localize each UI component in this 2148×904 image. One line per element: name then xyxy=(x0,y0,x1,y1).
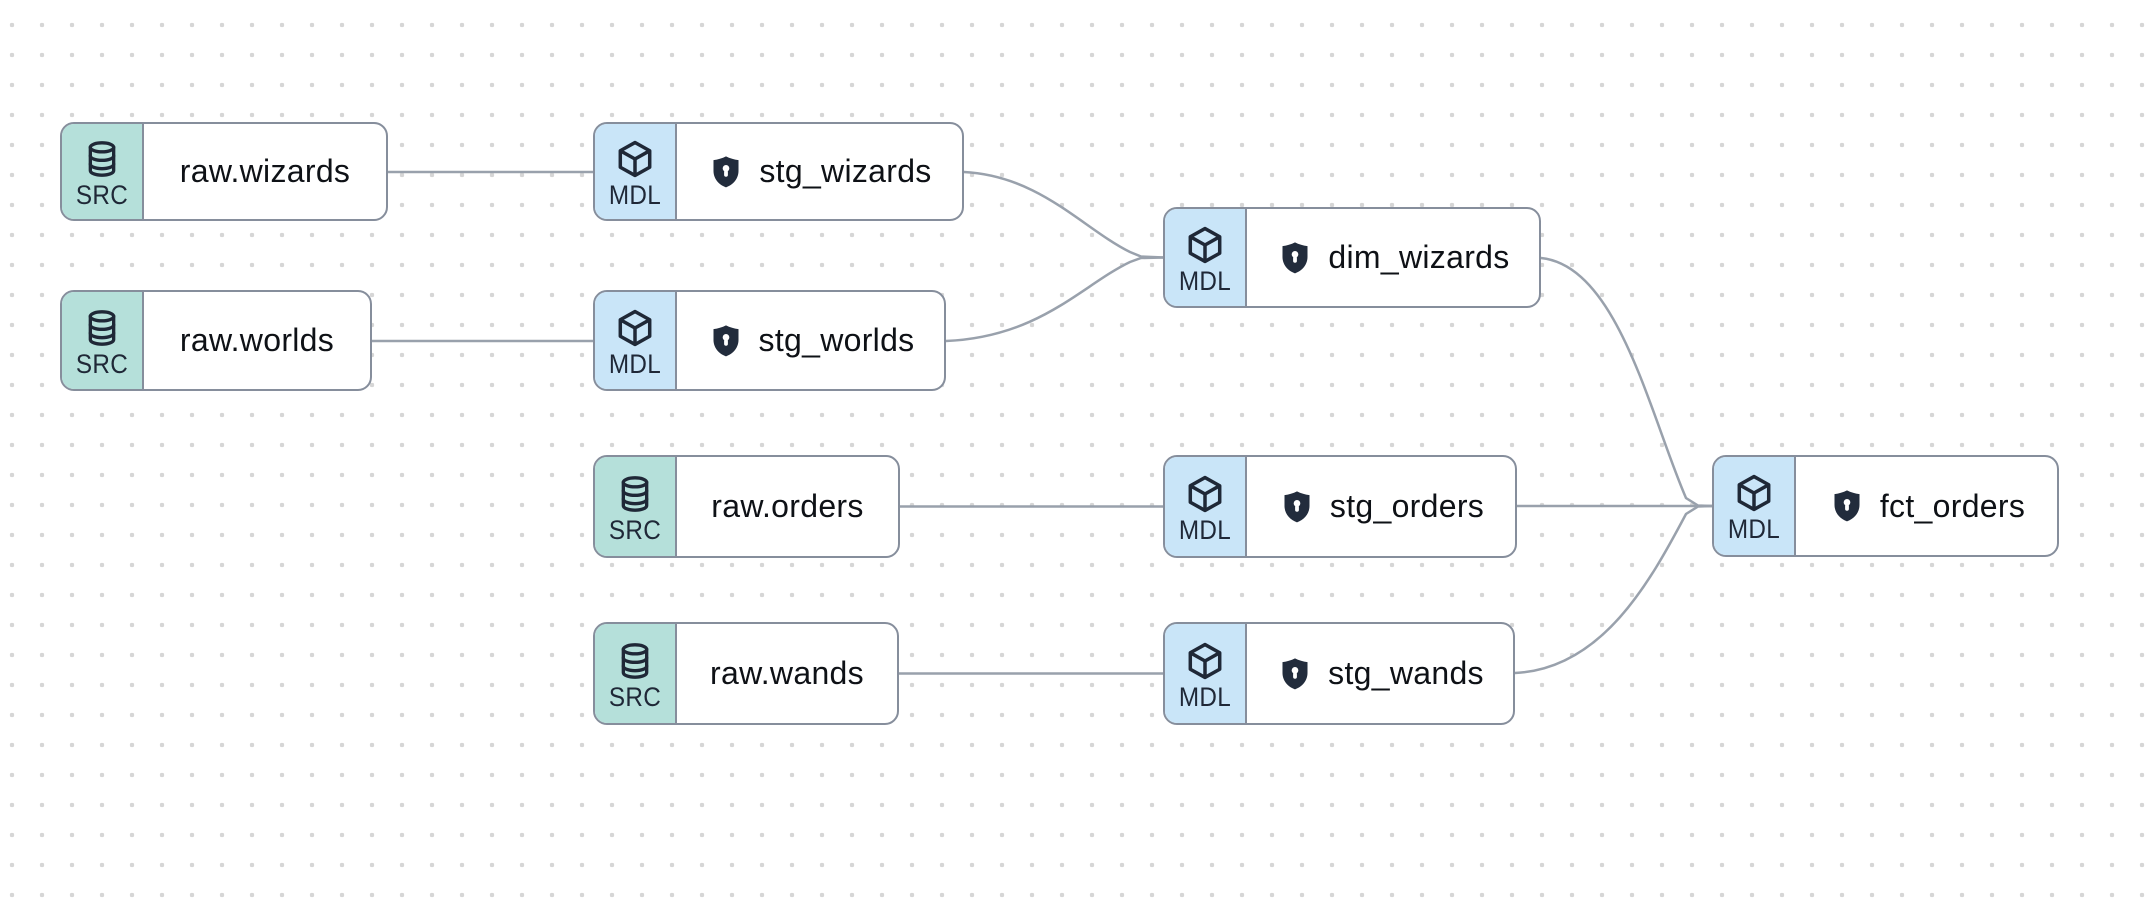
cube-icon xyxy=(1733,472,1775,514)
model-type-badge: MDL xyxy=(1165,457,1247,556)
node-stg-orders[interactable]: MDL stg_orders xyxy=(1163,455,1517,558)
contract-shield-icon xyxy=(707,322,745,360)
cube-icon xyxy=(1184,224,1226,266)
node-label: stg_orders xyxy=(1329,488,1485,524)
node-type-label: SRC xyxy=(75,179,129,210)
node-stg-wizards[interactable]: MDL stg_wizards xyxy=(593,122,964,221)
edge-stg-wizards-to-dim-wizards xyxy=(962,170,1166,259)
node-label: raw.worlds xyxy=(179,322,335,358)
node-raw-wizards[interactable]: SRC raw.wizards xyxy=(60,122,388,221)
node-raw-wands[interactable]: SRC raw.wands xyxy=(593,622,899,725)
node-type-label: MDL xyxy=(1178,265,1232,296)
node-label: fct_orders xyxy=(1879,487,2026,524)
node-stg-worlds[interactable]: MDL stg_worlds xyxy=(593,290,946,391)
model-type-badge: MDL xyxy=(1714,457,1796,555)
source-type-badge: SRC xyxy=(62,124,144,219)
model-type-badge: MDL xyxy=(1165,209,1247,306)
node-label: raw.orders xyxy=(711,488,864,524)
database-icon xyxy=(82,307,122,349)
node-label: stg_wands xyxy=(1328,655,1484,691)
node-type-label: MDL xyxy=(608,179,662,210)
cube-icon xyxy=(1184,473,1226,515)
node-fct-orders[interactable]: MDL fct_orders xyxy=(1712,455,2059,557)
cube-icon xyxy=(1184,640,1226,682)
node-dim-wizards[interactable]: MDL dim_wizards xyxy=(1163,207,1541,308)
cube-icon xyxy=(614,138,656,180)
node-type-label: SRC xyxy=(75,348,129,379)
source-type-badge: SRC xyxy=(62,292,144,389)
node-type-label: MDL xyxy=(608,348,662,379)
contract-shield-icon xyxy=(1828,487,1866,525)
database-icon xyxy=(82,138,122,180)
node-raw-orders[interactable]: SRC raw.orders xyxy=(593,455,900,558)
node-type-label: MDL xyxy=(1178,681,1232,712)
source-type-badge: SRC xyxy=(595,624,677,723)
database-icon xyxy=(615,640,655,682)
node-type-label: SRC xyxy=(608,514,662,545)
cube-icon xyxy=(614,307,656,349)
contract-shield-icon xyxy=(707,153,745,191)
node-type-label: MDL xyxy=(1178,514,1232,545)
contract-shield-icon xyxy=(1276,239,1314,277)
node-raw-worlds[interactable]: SRC raw.worlds xyxy=(60,290,372,391)
database-icon xyxy=(615,473,655,515)
source-type-badge: SRC xyxy=(595,457,677,556)
edge-stg-worlds-to-dim-wizards xyxy=(944,256,1166,343)
node-type-label: MDL xyxy=(1727,514,1781,545)
contract-shield-icon xyxy=(1276,655,1314,693)
model-type-badge: MDL xyxy=(595,124,677,219)
model-type-badge: MDL xyxy=(595,292,677,389)
node-label: raw.wizards xyxy=(179,153,351,189)
node-type-label: SRC xyxy=(608,681,662,712)
node-label: stg_wizards xyxy=(759,153,932,189)
node-stg-wands[interactable]: MDL stg_wands xyxy=(1163,622,1515,725)
contract-shield-icon xyxy=(1278,488,1316,526)
edge-stg-wands-to-fct-orders xyxy=(1513,504,1714,675)
edge-dim-wizards-to-fct-orders xyxy=(1539,256,1714,508)
node-label: dim_wizards xyxy=(1328,239,1510,275)
node-label: raw.wands xyxy=(710,655,864,691)
model-type-badge: MDL xyxy=(1165,624,1247,723)
node-label: stg_worlds xyxy=(758,322,915,358)
